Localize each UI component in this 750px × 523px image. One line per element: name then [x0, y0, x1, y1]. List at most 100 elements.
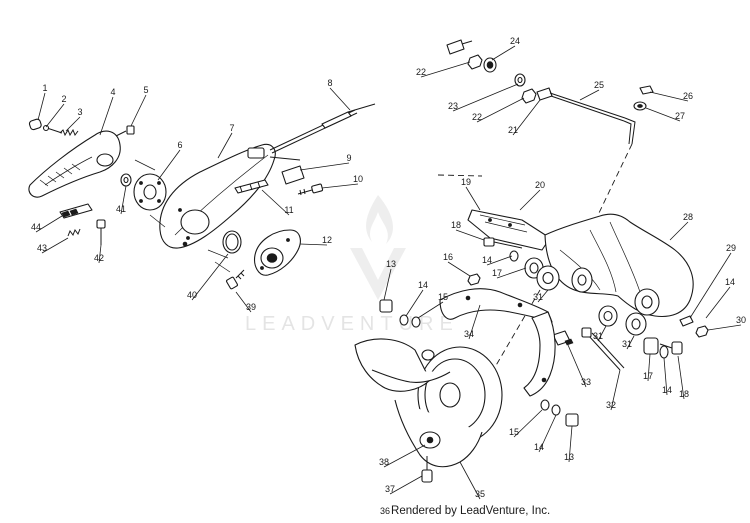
part-drum-housing [354, 338, 503, 468]
part-pivot-bracket [467, 209, 551, 251]
callout-label-1: 1 [42, 83, 47, 93]
callout-leader [647, 353, 651, 382]
callout-label-22: 22 [416, 67, 426, 77]
callout-label-16: 16 [443, 252, 453, 262]
callout-label-2: 2 [61, 94, 66, 104]
callout-leader [468, 304, 481, 340]
callout-label-32: 32 [606, 400, 616, 410]
callout-leader [452, 83, 519, 112]
part-roller-31c [625, 312, 647, 336]
callout-leader [389, 475, 423, 495]
callout-leader [41, 237, 69, 254]
callout-label-34: 34 [464, 329, 474, 339]
top-right-linkage [446, 39, 654, 145]
part-pin [42, 124, 63, 134]
callout-leader [538, 414, 557, 453]
callout-label-21: 21 [508, 125, 518, 135]
callout-label-19: 19 [461, 177, 471, 187]
callout-leader [512, 99, 541, 136]
callout-label-13: 13 [564, 452, 574, 462]
callout-label-14: 14 [482, 255, 492, 265]
part-spacer-17 [643, 337, 659, 355]
callout-leader [597, 325, 607, 342]
part-latch-spring [67, 228, 81, 237]
callout-leader [649, 91, 689, 102]
part-spring [59, 128, 79, 137]
part-washer-23 [514, 73, 526, 87]
part-pulley-cover [254, 229, 301, 276]
part-gear-housing [159, 143, 276, 249]
part-roller-31b [598, 305, 618, 327]
callout-label-30: 30 [736, 315, 746, 325]
callout-leader [496, 267, 527, 279]
callout-leader [677, 355, 685, 400]
part-handle-lever [28, 130, 121, 198]
part-washer-14 [509, 250, 519, 262]
callout-label-3: 3 [77, 107, 82, 117]
part-bracket [234, 179, 269, 194]
callout-label-10: 10 [353, 174, 363, 184]
callout-label-28: 28 [683, 212, 693, 222]
callout-label-43: 43 [37, 243, 47, 253]
callout-leader [191, 253, 229, 301]
callout-label-4: 4 [110, 87, 115, 97]
part-grommet [633, 101, 647, 111]
part-bolt-10 [297, 183, 324, 196]
callout-leader [459, 461, 481, 500]
callout-label-42: 42 [94, 253, 104, 263]
part-shift-rod [536, 87, 636, 145]
callout-label-5: 5 [143, 85, 148, 95]
callout-leader [705, 286, 731, 319]
callout-leader [537, 289, 549, 303]
callout-leader [645, 107, 681, 122]
part-bolt-13a [379, 299, 393, 313]
part-swing-arm [439, 288, 556, 397]
part-block-33 [552, 330, 574, 346]
callout-label-18: 18 [679, 389, 689, 399]
callout-leader [689, 252, 732, 319]
callout-leader [98, 244, 102, 264]
callout-label-9: 9 [346, 153, 351, 163]
callout-label-15: 15 [509, 427, 519, 437]
part-bolt-18 [483, 237, 523, 249]
part-main-housing [544, 213, 694, 318]
callout-label-33: 33 [581, 377, 591, 387]
part-washer-14c [399, 314, 409, 326]
callout-label-38: 38 [379, 457, 389, 467]
callout-label-13: 13 [386, 259, 396, 269]
part-control-cable [269, 103, 376, 161]
callout-label-6: 6 [177, 140, 182, 150]
callout-label-35: 35 [475, 489, 485, 499]
callout-label-22: 22 [472, 112, 482, 122]
part-bolt-small [115, 125, 135, 137]
callout-label-17: 17 [492, 268, 502, 278]
part-nut-30 [695, 325, 709, 338]
callout-leader [99, 96, 114, 136]
callout-label-37: 37 [385, 484, 395, 494]
callout-leader [626, 335, 635, 350]
left-assembly [28, 103, 376, 290]
part-seal-ring [222, 230, 242, 254]
callout-leader [217, 132, 233, 159]
footer: 36Rendered by LeadVenture, Inc. [380, 505, 550, 517]
part-flange-plate [133, 173, 167, 211]
callout-label-20: 20 [535, 180, 545, 190]
callout-label-44: 44 [31, 222, 41, 232]
callout-leader [321, 183, 359, 189]
callout-label-14: 14 [725, 277, 735, 287]
flame-logo-icon [350, 195, 406, 300]
callout-label-29: 29 [726, 243, 736, 253]
callout-leader [299, 243, 328, 246]
callout-label-17: 17 [643, 371, 653, 381]
callout-leader [567, 344, 587, 388]
part-washer-29 [679, 315, 694, 327]
callout-leader [417, 301, 444, 319]
callout-label-8: 8 [327, 78, 332, 88]
callout-label-31: 31 [533, 292, 543, 302]
callout-leader [455, 229, 485, 241]
part-bolt-18b [659, 341, 683, 355]
part-bolt-39 [226, 269, 245, 290]
callout-leader [329, 87, 351, 111]
part-long-bolt [581, 327, 625, 371]
